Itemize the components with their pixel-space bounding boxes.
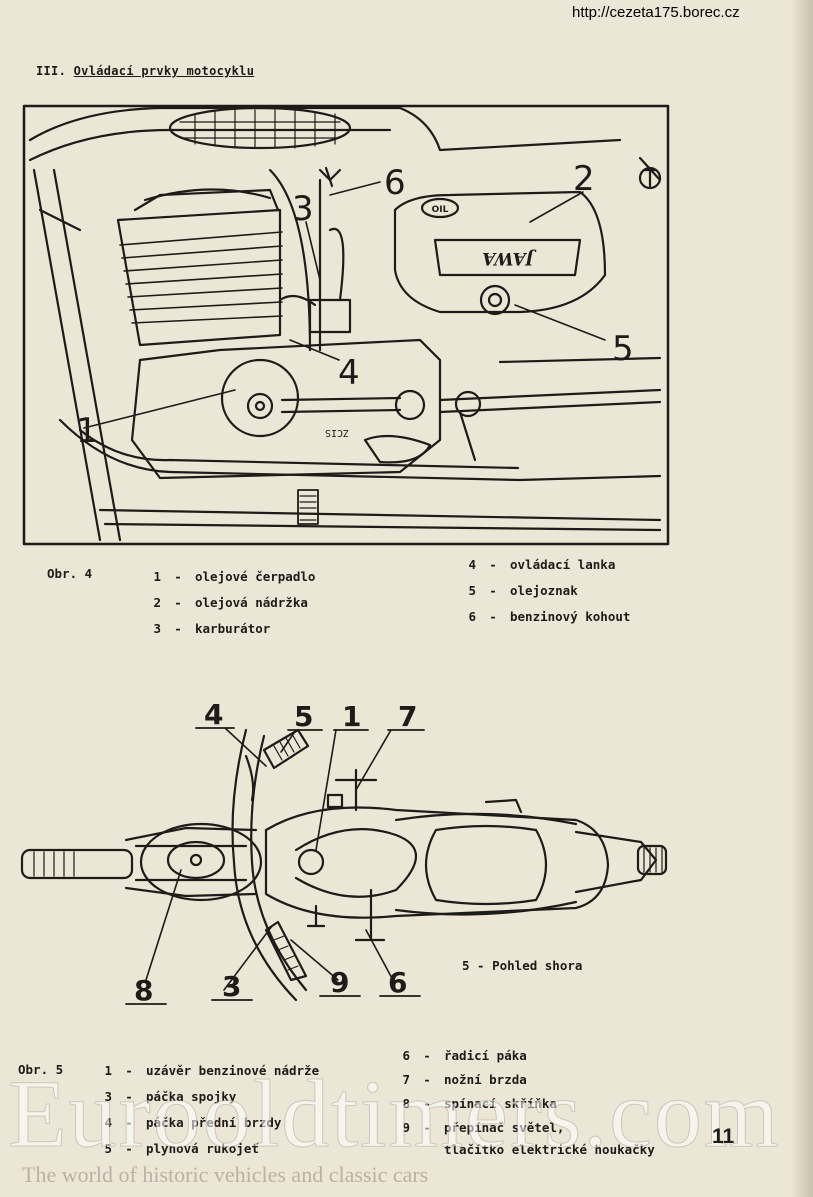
figure-4-legend-left: 1-olejové čerpadlo 2-olejová nádržka 3-k… [147,564,315,642]
fig5-callout-1: 1 [342,700,361,733]
figure-4-label: Obr. 4 [47,566,93,581]
figure-5-label: Obr. 5 [18,1062,64,1077]
legend-item: 3-karburátor [153,621,271,636]
svg-text:ZCIS: ZCIS [325,427,349,438]
legend-item: 1-uzávěr benzinové nádrže [104,1063,320,1078]
figure-5-legend-left: 1-uzávěr benzinové nádrže 3-páčka spojky… [98,1058,319,1162]
section-title: III. Ovládací prvky motocyklu [36,64,254,78]
fig4-callout-5: 5 [612,329,634,369]
jawa-logo-text: JAWA [482,248,537,268]
legend-item: 6-benzinový kohout [468,609,631,624]
fig4-callout-2: 2 [573,159,595,199]
section-title-text: Ovládací prvky motocyklu [73,64,255,78]
figure-5-drawing: 4 5 1 7 8 3 9 6 [16,700,676,1020]
figure-4-legend-right: 4-ovládací lanka 5-olejoznak 6-benzinový… [462,552,630,630]
legend-item: 2-olejová nádržka [153,595,308,610]
figure-4-drawing: OIL JAWA ZCIS [20,100,672,548]
fig4-callout-1: 1 [76,411,98,451]
legend-item: 6-řadicí páka [402,1048,527,1063]
watermark-logo: Eurooldtimers.com [8,1060,781,1168]
fig5-callout-8: 8 [134,974,153,1007]
legend-item: 5-plynová rukojeť [104,1141,259,1156]
legend-item: 5-olejoznak [468,583,578,598]
figure-5-caption: 5 - Pohled shora [462,958,583,973]
fig5-callout-9: 9 [330,966,349,999]
legend-item: 7-nožní brzda [402,1072,527,1087]
legend-item: 4-páčka přední brzdy [104,1115,282,1130]
fig5-callout-3: 3 [222,970,241,1003]
fig4-callout-4: 4 [338,353,360,393]
page-edge-shadow [791,0,813,1197]
legend-item-continuation: tlačítko elektrické houkačky [444,1142,655,1157]
fig5-callout-4: 4 [204,700,223,731]
oil-plate-text: OIL [432,205,449,215]
legend-item: 8-spínací skříňka [402,1096,557,1111]
figure-5-legend-right: 6-řadicí páka 7-nožní brzda 8-spínací sk… [396,1044,655,1160]
fig4-callout-6: 6 [384,163,406,203]
legend-item: 3-páčka spojky [104,1089,237,1104]
fig4-callout-3: 3 [292,189,314,229]
legend-item: 4-ovládací lanka [468,557,616,572]
page-number: 11 [712,1125,735,1148]
legend-item: 9-přepínač světel, [402,1120,565,1135]
section-number: III. [36,64,67,78]
source-url: http://cezeta175.borec.cz [572,4,740,21]
fig5-callout-6: 6 [388,966,407,999]
watermark-tagline: The world of historic vehicles and class… [22,1162,429,1187]
fig5-callout-7: 7 [398,700,417,733]
legend-item: 1-olejové čerpadlo [153,569,316,584]
fig5-callout-5: 5 [294,700,313,733]
